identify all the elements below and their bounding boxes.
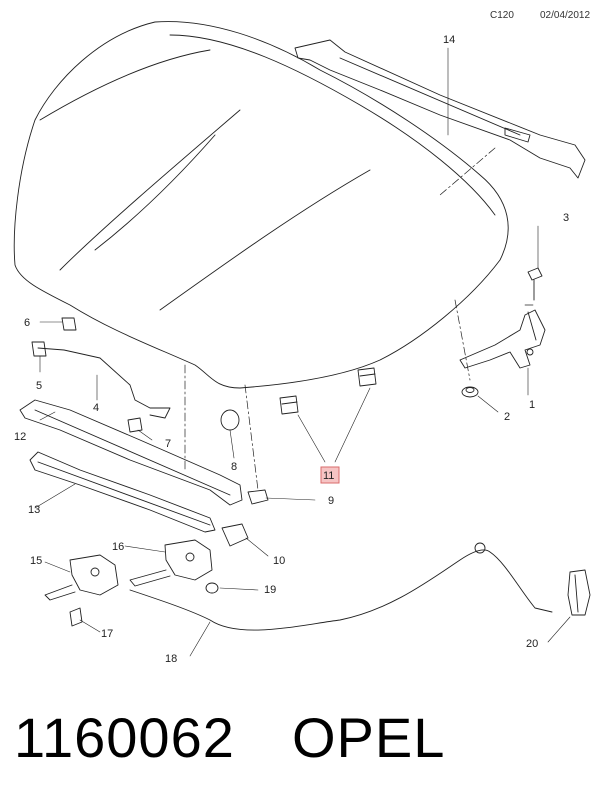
callout-3: 3	[563, 212, 569, 224]
hood-latch-right	[129, 539, 213, 587]
callout-12: 12	[14, 431, 26, 443]
leader-lines	[34, 47, 571, 657]
callout-8: 8	[231, 461, 237, 473]
brand-name: OPEL	[292, 706, 446, 769]
cable-clip	[205, 582, 219, 594]
highlight-box	[320, 466, 340, 484]
callout-9: 9	[328, 495, 334, 507]
diagram-code: C120	[490, 10, 514, 21]
callout-7: 7	[165, 438, 171, 450]
reference-lines	[184, 147, 536, 491]
hood-release-handle	[567, 569, 591, 616]
hinge-bolt	[527, 267, 543, 301]
retainer-clip	[221, 523, 249, 547]
hood-seal-front	[19, 399, 243, 506]
callout-19: 19	[264, 584, 276, 596]
callout-17: 17	[101, 628, 113, 640]
callout-16: 16	[112, 541, 124, 553]
hood-bumper-left	[279, 395, 299, 415]
hood-bumper-right	[357, 367, 377, 387]
hinge-nut	[461, 386, 479, 398]
callout-10: 10	[273, 555, 285, 567]
latch-bolt	[69, 607, 83, 627]
grommet	[220, 409, 240, 431]
callout-labels: 1 2 3 4 5 6 7 8 9 10 11 12 13 14 15 16 1…	[14, 34, 569, 665]
callout-13: 13	[28, 504, 40, 516]
callout-15: 15	[30, 555, 42, 567]
diagram-date: 02/04/2012	[540, 10, 591, 21]
seal-clip	[247, 489, 269, 505]
hood-seal-lower	[29, 451, 216, 533]
callout-1: 1	[529, 399, 535, 411]
hood-latch-left	[44, 554, 119, 601]
part-number: 1160062	[14, 706, 235, 769]
callout-6: 6	[24, 317, 30, 329]
callout-5: 5	[36, 380, 42, 392]
callout-18: 18	[165, 653, 177, 665]
hood-panel	[13, 21, 509, 389]
hood-hinge	[459, 309, 546, 369]
callout-2: 2	[504, 411, 510, 423]
hood-release-cable	[129, 542, 553, 631]
callout-4: 4	[93, 402, 99, 414]
callout-20: 20	[526, 638, 538, 650]
hood-support-bar	[294, 39, 586, 179]
hood-prop-rod	[31, 341, 171, 433]
hood-clip	[61, 317, 77, 331]
callout-11: 11	[323, 470, 334, 482]
callout-14: 14	[443, 34, 455, 46]
